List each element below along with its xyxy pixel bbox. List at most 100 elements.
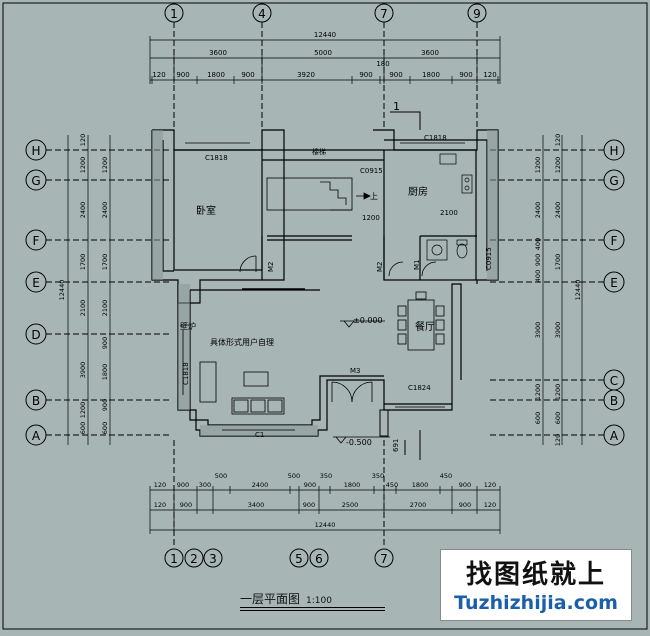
dim-bot-r1-2: 300 [199, 481, 211, 489]
dim-right-i3: 900 [534, 254, 542, 266]
dim-right-total: 12440 [574, 280, 582, 301]
top-axis-bubbles [164, 3, 487, 128]
dim-left-i6: 900 [101, 399, 109, 411]
dim-top-3600b: 3600 [421, 49, 439, 57]
dim-bot-r2-3: 2500 [342, 501, 359, 509]
label-kitchen: 厨房 [408, 185, 428, 198]
dim-left-o7: 600 [79, 422, 87, 434]
watermark-logo: 找图纸就上 Tuzhizhijia.com [440, 549, 632, 621]
dim-left-i7: 600 [101, 422, 109, 434]
dim-right-o7: 120 [554, 434, 562, 446]
dim-right-i6: 3900 [534, 322, 542, 339]
dim-right-i8: 600 [534, 412, 542, 424]
axis-left-e: E [32, 276, 40, 290]
dim-bot-r1-12: 450 [440, 472, 452, 480]
door-m1: M1 [413, 260, 421, 271]
door-m2-a: M2 [267, 262, 275, 273]
axis-bottom-6: 6 [315, 552, 323, 566]
axis-top-4: 4 [258, 7, 266, 21]
building-walls [151, 129, 499, 437]
top-dimension-lines [149, 36, 501, 84]
dim-bot-r2-2: 900 [303, 501, 315, 509]
axis-left-d: D [31, 328, 40, 342]
dim-bot-r2-5: 900 [459, 501, 471, 509]
window-c1818-top: C1818 [205, 154, 228, 162]
dim-right-o3: 1700 [554, 254, 562, 271]
window-c1: C1 [255, 431, 264, 439]
dim-top-r3-7: 900 [389, 71, 402, 79]
dim-right-i7: 1200 [534, 384, 542, 401]
window-c0915-top: C0915 [360, 167, 383, 175]
dim-left-o1: 1200 [79, 157, 87, 174]
dim-left-i4: 900 [101, 337, 109, 349]
window-marks [182, 142, 465, 431]
axis-right-e: E [610, 276, 618, 290]
dim-right-o0: 120 [554, 134, 562, 146]
dim-bot-r1-13: 900 [459, 481, 471, 489]
dim-bot-r1-4: 2400 [252, 481, 269, 489]
dim-left-total: 12440 [58, 280, 66, 301]
kitchen-room [383, 149, 477, 281]
label-section: 1 [393, 100, 400, 113]
left-dimension-lines [67, 135, 111, 445]
dim-bot-r1-5: 500 [288, 472, 300, 480]
dim-left-o6: 1200 [79, 402, 87, 419]
bottom-dimension-lines [149, 486, 501, 534]
dim-bot-r1-14: 120 [484, 481, 496, 489]
axis-top-1: 1 [170, 7, 178, 21]
dim-bot-r1-3: 500 [215, 472, 227, 480]
bedroom-room [173, 149, 263, 271]
dim-left-i5: 1800 [101, 364, 109, 381]
dim-bot-r1-0: 120 [154, 481, 166, 489]
dim-right-i4: 400 [534, 270, 542, 282]
dim-left-o2: 2400 [79, 202, 87, 219]
axis-bottom-2: 2 [190, 552, 198, 566]
dim-bot-r1-6: 900 [304, 481, 316, 489]
door-m2-b: M2 [376, 262, 384, 273]
dim-bot-r2-4: 2700 [410, 501, 427, 509]
dim-right-i0: 1200 [534, 157, 542, 174]
door-swings [239, 255, 437, 403]
window-c1818-left: C1818 [182, 362, 190, 385]
axis-bottom-1: 1 [170, 552, 178, 566]
dim-top-r3-5: 900 [359, 71, 372, 79]
wall-fill [152, 130, 498, 436]
dim-bot-r2-1: 3400 [248, 501, 265, 509]
drawing-scale: 1:100 [306, 596, 332, 606]
label-dining: 餐厅 [415, 320, 435, 333]
label-bedroom: 卧室 [196, 204, 216, 217]
label-up: 上 [370, 192, 378, 201]
dim-top-r3-9: 900 [459, 71, 472, 79]
axis-left-g: G [31, 174, 40, 188]
right-axis-bubbles [490, 139, 625, 446]
dim-left-i1: 2400 [101, 202, 109, 219]
dim-top-r3-10: 120 [483, 71, 496, 79]
axis-bottom-5: 5 [295, 552, 303, 566]
dim-bot-r1-8: 1800 [344, 481, 361, 489]
dim-top-3600a: 3600 [209, 49, 227, 57]
section-marker [379, 111, 421, 460]
dim-right-o4: 3900 [554, 322, 562, 339]
door-m3: M3 [350, 367, 361, 375]
watermark-text-bottom: Tuzhizhijia.com [454, 592, 618, 614]
label-note: 具体形式用户自理 [210, 337, 274, 347]
right-dimension-lines [542, 135, 583, 445]
dim-top-5000: 5000 [314, 49, 332, 57]
window-c1818-kitchen: C1818 [424, 134, 447, 142]
dim-bot-r1-7: 350 [320, 472, 332, 480]
axis-right-f: F [611, 234, 618, 248]
dim-left-i2: 1700 [101, 254, 109, 271]
axis-top-9: 9 [473, 7, 481, 21]
label-fireplace: 壁炉 [180, 321, 196, 331]
title-underline [240, 607, 385, 608]
axis-bottom-7: 7 [380, 552, 388, 566]
dim-top-r3-8: 1800 [422, 71, 440, 79]
axis-left-b: B [32, 394, 40, 408]
dim-bot-r1-1: 900 [177, 481, 189, 489]
dim-bot-total: 12440 [315, 521, 336, 529]
dim-top-r3-small: 180 [376, 60, 389, 68]
axis-left-f: F [33, 234, 40, 248]
dim-right-o1: 1200 [554, 157, 562, 174]
